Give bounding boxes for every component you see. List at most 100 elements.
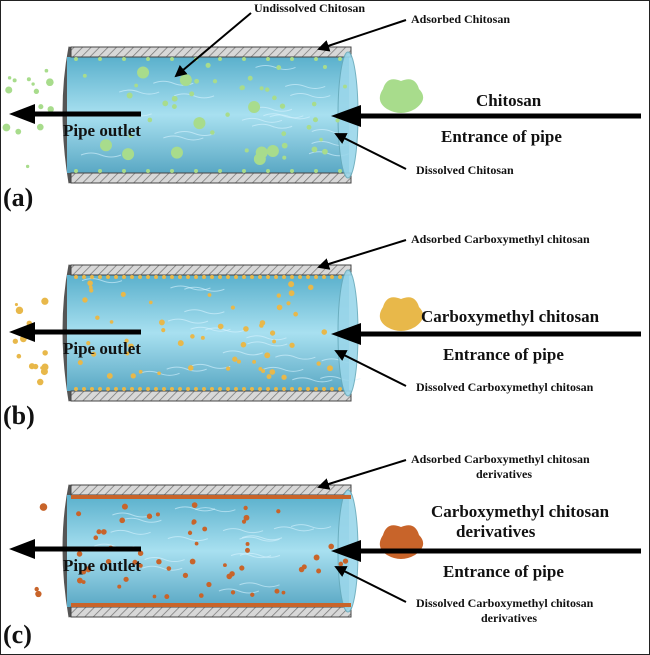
water-ripple	[290, 93, 331, 99]
dissolved-particle	[126, 92, 133, 99]
dissolved-particle	[240, 341, 247, 348]
water-ripple	[163, 135, 204, 141]
water-ripple	[110, 529, 151, 535]
water-ripple	[263, 366, 304, 372]
dissolved-particle	[266, 145, 279, 158]
pipe-top-wall	[70, 484, 352, 496]
adsorbed-particle	[274, 275, 278, 279]
outflow-particle	[34, 586, 39, 592]
adsorbed-particle	[122, 57, 126, 61]
adsorbed-particle	[306, 275, 310, 279]
dissolved-particle	[244, 148, 249, 153]
dissolved-particle	[187, 365, 194, 371]
outflow-particle	[5, 86, 13, 94]
adsorbed-particle	[170, 57, 174, 61]
adsorbed-particle	[250, 387, 254, 391]
dissolved-particle	[321, 329, 328, 335]
adsorbed-particle	[314, 387, 318, 391]
adsorbed-particle	[298, 275, 302, 279]
adsorbed-particle	[314, 169, 318, 173]
adsorbed-particle	[202, 275, 206, 279]
dissolved-particle	[194, 78, 200, 84]
dissolved-particle	[121, 503, 128, 510]
water-ripple	[241, 117, 283, 123]
adsorbed-particle	[122, 169, 126, 173]
adsorbed-particle	[322, 387, 326, 391]
dissolved-particle	[272, 95, 277, 101]
dissolved-particle	[191, 520, 196, 525]
outlet-arrowhead	[9, 322, 35, 342]
dissolved-particle	[286, 301, 291, 306]
outflow-particle	[25, 164, 30, 169]
adsorbed-particle	[114, 275, 118, 279]
pipe-top-wall	[70, 46, 352, 58]
dissolved-particle	[128, 133, 133, 138]
adsorbed-particle	[106, 387, 110, 391]
dissolved-particle	[89, 288, 94, 293]
dissolved-particle	[93, 535, 99, 541]
dissolved-particle	[76, 551, 83, 557]
pipe-outlet-label: Pipe outlet	[63, 556, 141, 575]
adsorbed-particle	[330, 275, 334, 279]
dissolved-particle	[311, 101, 317, 107]
dissolved-particle	[155, 512, 160, 517]
dissolved-particle	[207, 293, 212, 297]
dissolved-particle	[87, 280, 93, 286]
outflow-particle	[2, 123, 11, 132]
dissolved-particle	[243, 326, 249, 332]
dissolved-particle	[166, 566, 172, 571]
outlet-arrowhead	[9, 104, 35, 124]
adsorbed-particle	[122, 387, 126, 391]
adsorbed-particle	[98, 169, 102, 173]
dissolved-particle	[99, 139, 112, 152]
adsorbed-pointer	[317, 239, 407, 270]
dissolved-particle	[122, 148, 135, 161]
dissolved-particle	[96, 529, 102, 535]
adsorbed-particle	[74, 57, 78, 61]
adsorbed-layer-top	[71, 495, 351, 499]
pipe-outlet-label: Pipe outlet	[63, 339, 141, 358]
dissolved-particle	[161, 328, 166, 333]
entrance-arrowhead	[331, 323, 361, 345]
dissolved-particle	[327, 365, 333, 372]
adsorbed-particle	[266, 57, 270, 61]
dissolved-particle	[189, 91, 195, 97]
dissolved-particle	[212, 79, 218, 84]
adsorbed-particle	[146, 57, 150, 61]
dissolved-particle	[239, 565, 245, 571]
adsorbed-particle	[234, 275, 238, 279]
dissolved-particle	[272, 339, 277, 344]
dissolved-particle	[200, 335, 205, 340]
adsorbed-particle	[338, 57, 342, 61]
adsorbed-particle	[154, 275, 158, 279]
dissolved-particle	[279, 103, 286, 109]
dissolved-particle	[276, 65, 282, 70]
dissolved-particle	[225, 366, 231, 371]
water-ripple	[167, 536, 209, 542]
pipe-outlet-label: Pipe outlet	[63, 121, 141, 140]
panel-tag: (b)	[3, 401, 35, 430]
adsorbed-particle	[146, 275, 150, 279]
water-ripple	[112, 512, 153, 518]
dissolved-particle	[264, 352, 271, 359]
outflow-particle	[38, 104, 44, 110]
dissolved-particle	[189, 558, 196, 565]
dissolved-particle	[245, 542, 250, 546]
water-ripple	[174, 130, 215, 136]
entrance-arrowhead	[331, 540, 361, 562]
dissolved-particle	[191, 502, 198, 508]
adsorbed-particle	[114, 387, 118, 391]
dissolved-particle	[86, 341, 91, 346]
dissolved-particle	[182, 572, 189, 579]
adsorbed-particle	[242, 169, 246, 173]
dissolved-particle	[138, 563, 143, 568]
dissolved-particle	[82, 73, 87, 78]
material-icon	[379, 525, 424, 559]
dissolved-particle	[170, 146, 183, 159]
dissolved-pointer	[334, 133, 407, 170]
adsorbed-particle	[138, 275, 142, 279]
dissolved-particle	[247, 75, 253, 81]
adsorbed-particle	[162, 387, 166, 391]
dissolved-particle	[276, 304, 283, 311]
